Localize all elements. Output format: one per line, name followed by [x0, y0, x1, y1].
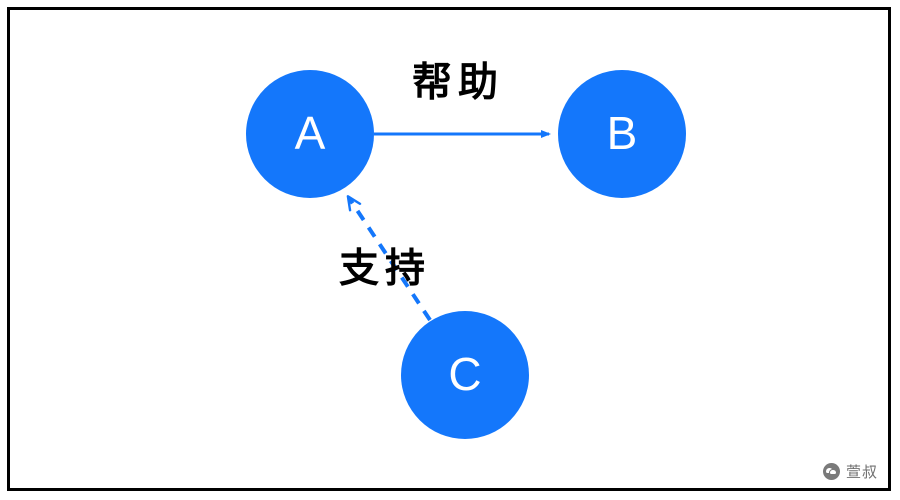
node-a-label: A: [295, 107, 326, 159]
edge-c-a-line: [349, 198, 432, 322]
node-c-label: C: [448, 348, 481, 400]
watermark-text: 萱叔: [845, 463, 878, 481]
edge-c-a-label: 支持: [339, 247, 431, 291]
watermark: 萱叔: [822, 461, 878, 482]
node-a[interactable]: [246, 70, 374, 198]
node-b-label: B: [607, 107, 638, 159]
edge-a-b-label: 帮助: [412, 61, 504, 105]
wechat-icon: [822, 463, 840, 480]
diagram-border: [7, 7, 891, 491]
node-b[interactable]: [558, 70, 686, 198]
node-c[interactable]: [401, 311, 529, 439]
